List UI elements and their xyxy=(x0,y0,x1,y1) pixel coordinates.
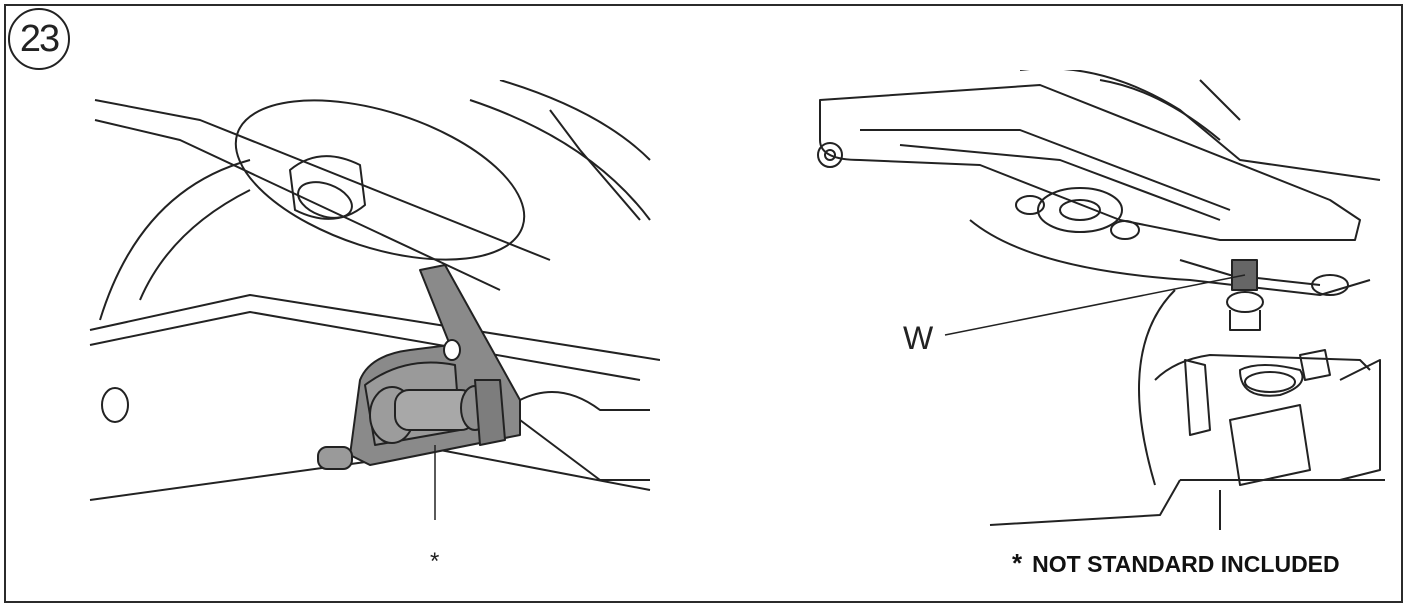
accessory-clamp xyxy=(317,264,521,470)
side-hole xyxy=(101,387,129,423)
clamp-knob xyxy=(317,446,353,470)
figure-number-badge: 23 xyxy=(8,8,70,70)
right-illustration-saw-base xyxy=(817,70,1385,530)
footnote-not-standard-included: * NOT STANDARD INCLUDED xyxy=(1012,548,1340,579)
callout-label-asterisk: * xyxy=(430,548,440,575)
saw-arm xyxy=(819,84,1361,241)
footnote-text: NOT STANDARD INCLUDED xyxy=(1032,551,1340,577)
callout-label-w: W xyxy=(903,320,934,356)
left-illustration-saw-with-accessory xyxy=(89,80,660,520)
w-callout-leader xyxy=(944,274,1246,336)
arm-bolt xyxy=(817,142,843,168)
footnote-asterisk: * xyxy=(1012,548,1023,578)
blade-flange xyxy=(234,99,526,261)
arbor-nut xyxy=(289,155,366,220)
